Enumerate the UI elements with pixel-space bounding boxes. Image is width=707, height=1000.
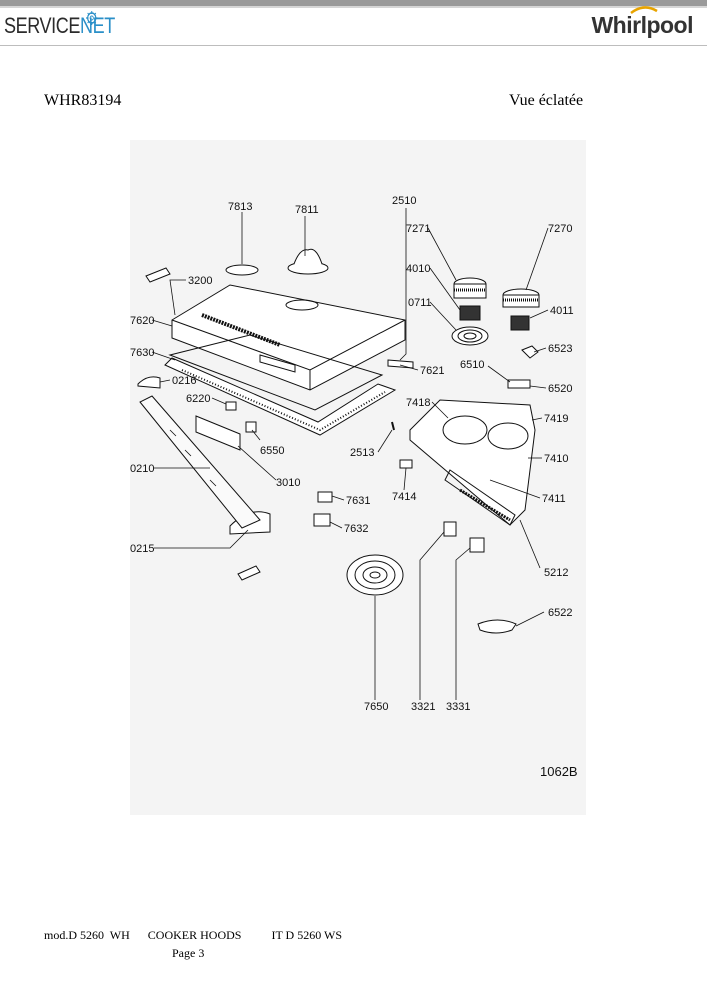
part-label-3331: 3331 <box>446 701 470 713</box>
part-3321-shape <box>443 521 457 537</box>
part-label-7813: 7813 <box>228 201 252 213</box>
part-label-7411: 7411 <box>542 493 566 505</box>
part-0216-shape <box>137 376 161 389</box>
part-7650-filter-disc <box>346 554 404 596</box>
part-label-6520: 6520 <box>548 383 572 395</box>
part-7631-shape <box>317 491 333 503</box>
part-label-7630: 7630 <box>130 347 154 359</box>
part-label-0215: 0215 <box>130 543 154 555</box>
part-7632-shape <box>313 513 331 527</box>
part-label-7811: 7811 <box>295 204 319 216</box>
part-3010-shape <box>195 415 241 451</box>
servicenet-logo-suffix: NET <box>80 13 115 38</box>
part-clip-bottom <box>237 565 261 581</box>
part-label-0216: 0216 <box>172 375 196 387</box>
part-label-7631: 7631 <box>346 495 370 507</box>
whirlpool-logo-text: Whirlpool <box>591 12 693 38</box>
part-label-6220: 6220 <box>186 393 210 405</box>
part-7630-filter <box>164 334 397 436</box>
part-label-5212: 5212 <box>544 567 568 579</box>
part-label-7414: 7414 <box>392 491 416 503</box>
drawing-number: 1062B <box>540 764 578 779</box>
view-title: Vue éclatée <box>509 92 584 109</box>
model-number: WHR83194 <box>44 92 122 109</box>
part-label-7410: 7410 <box>544 453 568 465</box>
servicenet-logo: SERVICENET <box>4 11 115 39</box>
part-2513-shape <box>391 421 395 431</box>
part-2510-shape <box>387 359 414 369</box>
part-label-7419: 7419 <box>544 413 568 425</box>
part-clip-top <box>145 267 171 283</box>
part-label-7270: 7270 <box>548 223 572 235</box>
header-top-bar <box>0 0 707 6</box>
part-4010-shape <box>459 305 481 321</box>
part-7270-7271-motors <box>453 277 540 308</box>
part-label-6550: 6550 <box>260 445 284 457</box>
part-0711-shape <box>451 326 489 346</box>
part-label-3321: 3321 <box>411 701 435 713</box>
whirlpool-swoosh-icon <box>630 6 659 15</box>
part-label-3200: 3200 <box>188 275 212 287</box>
part-label-4010: 4010 <box>406 263 430 275</box>
header-top-bar-light <box>0 6 707 8</box>
part-6523-shape <box>521 345 539 359</box>
header-divider <box>0 45 707 46</box>
whirlpool-logo: Whirlpool <box>591 6 693 39</box>
part-label-0210: 0210 <box>130 463 154 475</box>
part-label-2513: 2513 <box>350 447 374 459</box>
exploded-view-drawing: 7813 7811 2510 7271 7270 4010 0711 4011 … <box>130 195 578 779</box>
part-label-6510: 6510 <box>460 359 484 371</box>
part-label-3010: 3010 <box>276 477 300 489</box>
part-7410-fan-housing <box>409 399 536 526</box>
part-7414-shape <box>399 459 413 469</box>
part-label-7621: 7621 <box>420 365 444 377</box>
part-label-7271: 7271 <box>406 223 430 235</box>
part-label-2510: 2510 <box>392 195 416 207</box>
part-7811-shape <box>287 248 329 275</box>
part-6220-shape <box>225 401 237 411</box>
part-3331-shape <box>469 537 485 553</box>
part-0210-glass <box>139 395 261 529</box>
footer-page-number: Page 3 <box>172 946 205 960</box>
part-label-6522: 6522 <box>548 607 572 619</box>
part-label-6523: 6523 <box>548 343 572 355</box>
part-7813-shape <box>225 264 259 276</box>
gear-icon <box>86 11 98 25</box>
part-4011-shape <box>510 315 530 331</box>
part-label-7418: 7418 <box>406 397 430 409</box>
part-6522-shape <box>477 619 517 634</box>
part-label-0711: 0711 <box>408 297 432 309</box>
footer-model-info: mod.D 5260 WH COOKER HOODS IT D 5260 WS <box>44 928 343 942</box>
servicenet-logo-prefix: SERVICE <box>4 13 81 38</box>
part-label-7632: 7632 <box>344 523 368 535</box>
leader-lines <box>151 208 549 700</box>
part-label-4011: 4011 <box>550 305 574 317</box>
part-label-7650: 7650 <box>364 701 388 713</box>
part-6550-shape <box>245 421 257 433</box>
exploded-view-diagram: 7813 7811 2510 7271 7270 4010 0711 4011 … <box>130 140 586 815</box>
part-6520-shape <box>507 379 531 389</box>
part-label-7620: 7620 <box>130 315 154 327</box>
